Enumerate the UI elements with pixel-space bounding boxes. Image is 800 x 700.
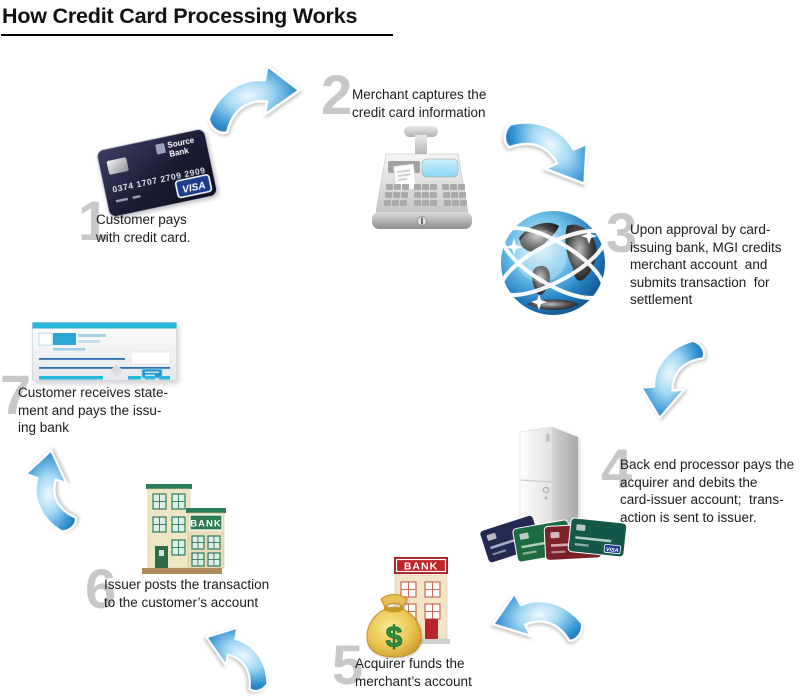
dollar-sign: $ xyxy=(386,621,403,654)
arrow-step6-to-step7-icon xyxy=(16,440,89,542)
page-title: How Credit Card Processing Works xyxy=(2,4,358,28)
step-1-text: Customer pays with credit card. xyxy=(96,212,191,245)
server-tower-icon xyxy=(506,424,594,534)
bank-logo-mark xyxy=(155,143,166,155)
arrow-step2-to-step3-icon xyxy=(485,82,617,219)
step-2-number: 2 xyxy=(321,63,353,126)
arrow-step5-to-step6-icon xyxy=(178,606,300,700)
visa-logo-text-small: VISA xyxy=(606,547,619,554)
step-3-number: 3 xyxy=(606,201,638,264)
orbit-rings xyxy=(499,226,607,300)
step-5-number: 5 xyxy=(332,633,364,696)
arrow-step3-to-step4-icon xyxy=(628,322,715,434)
bank-door xyxy=(155,546,168,568)
register-display xyxy=(421,158,459,178)
credit-card-icon: Source Bank 0374 1707 2709 2909 VISA xyxy=(95,127,219,219)
title-underline xyxy=(1,34,393,36)
step-7-text: Customer receives state- ment and pays t… xyxy=(18,385,169,435)
card-holder-line xyxy=(115,197,128,203)
sparkle-stars xyxy=(505,228,597,310)
power-button xyxy=(542,486,550,494)
step-4-number: 4 xyxy=(601,437,633,500)
step-4-text: Back end processor pays the acquirer and… xyxy=(620,457,795,525)
step-5-text: Acquirer funds the merchant’s account xyxy=(355,656,472,689)
fanned-credit-cards-icon: VISA xyxy=(477,500,627,564)
issuer-bank-sign-text: BANK xyxy=(190,519,221,530)
step-6-text: Issuer posts the transaction to the cust… xyxy=(104,577,270,610)
amount-box xyxy=(130,351,171,365)
step-2-text: Merchant captures the credit card inform… xyxy=(352,87,487,120)
visa-logo-text: VISA xyxy=(181,180,206,196)
statement-check-icon xyxy=(32,322,178,382)
issuer-bank-icon: BANK xyxy=(134,484,228,576)
arrow-step4-to-step5-icon xyxy=(477,573,598,666)
money-bag-icon: $ xyxy=(363,591,425,659)
step-6-number: 6 xyxy=(85,557,117,620)
acquirer-bank-sign-text: BANK xyxy=(404,561,438,573)
globe-network-icon xyxy=(497,206,612,321)
card-bank-name-line2: Bank xyxy=(168,146,190,159)
bank-door xyxy=(425,619,438,639)
register-keypad xyxy=(384,184,467,206)
cash-register-icon xyxy=(364,126,480,238)
step-7-number: 7 xyxy=(0,363,32,426)
step-1-number: 1 xyxy=(78,189,110,252)
arrow-step1-to-step2-icon xyxy=(192,55,313,143)
step-3-text: Upon approval by card- issuing bank, MGI… xyxy=(630,222,782,307)
